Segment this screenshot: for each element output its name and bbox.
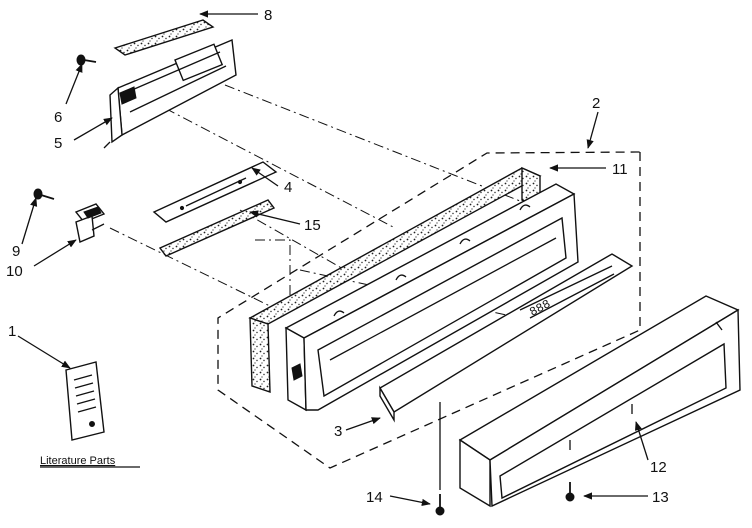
assembly-boundary-dashed [217, 151, 641, 469]
part-13-screw [565, 482, 575, 502]
callout-11: 11 [612, 161, 628, 178]
callout-6: 6 [54, 109, 62, 126]
callout-15: 15 [304, 217, 321, 234]
part-12-bezel [458, 295, 741, 508]
callout-13: 13 [652, 489, 669, 506]
part-14-screw [435, 494, 445, 516]
literature-parts-label: Literature Parts [40, 455, 116, 467]
part-15-strip [158, 199, 276, 257]
part-10-latch [74, 203, 106, 243]
part-4-plate [152, 161, 278, 223]
part-3-display-panel: 888 [379, 253, 634, 423]
callout-1: 1 [8, 323, 16, 340]
callout-8: 8 [264, 7, 272, 24]
callout-2: 2 [592, 95, 600, 112]
part-8-strip [113, 19, 215, 56]
callout-3: 3 [334, 423, 342, 440]
callout-4: 4 [284, 179, 292, 196]
callout-12: 12 [650, 459, 667, 476]
part-9-screw [33, 188, 55, 200]
part-6-screw [76, 54, 97, 66]
console-frame [284, 183, 579, 412]
part-5-bracket [103, 38, 237, 149]
callout-5: 5 [54, 135, 62, 152]
part-1-literature-booklet [65, 361, 105, 441]
callout-9: 9 [12, 243, 20, 260]
leader-lines [17, 10, 649, 506]
callout-14: 14 [366, 489, 383, 506]
callout-10: 10 [6, 263, 23, 280]
